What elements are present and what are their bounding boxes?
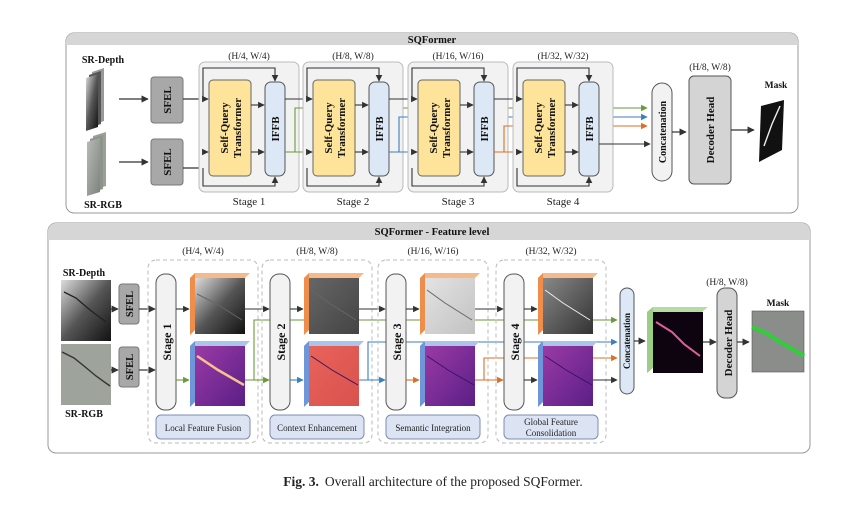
svg-text:SFEL: SFEL [125,291,136,317]
self-query-transformer: Self-QueryTransformer [523,80,565,176]
iffb-block: IFFB [369,82,389,176]
stage-description: Semantic Integration [386,415,480,439]
bottom-mask-label: Mask [767,299,790,309]
svg-text:IFFB: IFFB [479,116,491,142]
svg-text:Concatenation: Concatenation [658,100,669,163]
stage-block: Stage 1 [156,274,176,410]
feature-map-depth [420,273,480,335]
svg-text:Decoder Head: Decoder Head [723,310,735,377]
caption-text: Overall architecture of the proposed SQF… [325,474,583,489]
svg-text:SFEL: SFEL [162,148,174,176]
svg-text:Concatenation: Concatenation [622,313,632,369]
svg-text:Global Feature: Global Feature [524,417,578,427]
feature-map-depth [190,273,250,335]
bottom-concatenation: Concatenation [620,288,634,394]
svg-text:Stage 3: Stage 3 [390,324,404,361]
top-sfel-rgb: SFEL [151,139,183,185]
bottom-sfel-rgb: SFEL [119,347,139,387]
svg-text:Stage 4: Stage 4 [508,324,522,361]
feature-map-rgb [190,341,250,407]
figure-caption: Fig. 3. Overall architecture of the propo… [0,474,866,490]
svg-text:SFEL: SFEL [125,354,136,380]
feature-map-depth [538,273,598,335]
stage-block: Stage 4 [504,274,524,410]
bottom-stage-resolution: (H/16, W/16) [407,246,458,257]
self-query-transformer: Self-QueryTransformer [418,80,460,176]
svg-text:Local Feature Fusion: Local Feature Fusion [165,423,242,433]
feature-map-rgb [538,341,598,407]
bottom-stage-resolution: (H/8, W/8) [296,246,338,257]
top-stage-resolution: (H/32, W/32) [537,51,588,62]
svg-text:IFFB: IFFB [374,116,386,142]
top-stage-resolution: (H/8, W/8) [332,51,374,62]
svg-text:IFFB: IFFB [584,116,596,142]
bottom-mask-image [752,311,804,372]
top-rgb-image-stack [87,132,106,196]
svg-text:IFFB: IFFB [270,116,282,142]
stage-description: Local Feature Fusion [156,415,250,439]
svg-text:Self-QueryTransformer: Self-QueryTransformer [323,98,348,158]
bottom-input-rgb-label: SR-RGB [65,409,103,420]
feature-map-rgb [304,341,364,407]
svg-text:Stage 2: Stage 2 [274,324,288,361]
bottom-decoder-resolution: (H/8, W/8) [706,277,748,288]
iffb-block: IFFB [265,82,285,176]
top-stage-label: Stage 1 [233,196,266,208]
svg-text:Semantic Integration: Semantic Integration [395,423,471,433]
bottom-panel: SQFormer - Feature level SR-Depth SR-RGB… [48,223,810,453]
top-stage-resolution: (H/4, W/4) [228,51,270,62]
bottom-sfel-depth: SFEL [119,284,139,324]
top-panel-title: SQFormer [408,35,457,46]
bottom-panel-title: SQFormer - Feature level [375,227,490,238]
feature-map-depth [304,273,364,335]
svg-text:Context Enhancement: Context Enhancement [277,423,357,433]
stage-description: Global FeatureConsolidation [504,415,598,439]
bottom-stage-resolution: (H/4, W/4) [182,246,224,257]
stage-block: Stage 2 [270,274,290,410]
top-decoder-head: Decoder Head [689,76,731,184]
svg-text:Self-QueryTransformer: Self-QueryTransformer [219,98,244,158]
iffb-block: IFFB [579,82,599,176]
svg-text:Stage 1: Stage 1 [160,324,174,361]
top-stage-label: Stage 3 [442,196,475,208]
stage-block: Stage 3 [386,274,406,410]
architecture-diagram: SQFormer SR-Depth SR-RGB SFEL SFEL (H/4,… [0,0,866,470]
top-stage-label: Stage 2 [337,196,370,208]
iffb-block: IFFB [474,82,494,176]
bottom-stage-resolution: (H/32, W/32) [525,246,576,257]
top-depth-image-stack [86,68,104,131]
top-input-depth-label: SR-Depth [82,55,125,66]
top-sfel-depth: SFEL [151,77,183,123]
self-query-transformer: Self-QueryTransformer [209,80,251,176]
svg-text:SFEL: SFEL [162,86,174,114]
svg-text:Decoder Head: Decoder Head [705,97,717,164]
svg-text:Self-QueryTransformer: Self-QueryTransformer [533,98,558,158]
top-panel: SQFormer SR-Depth SR-RGB SFEL SFEL (H/4,… [66,33,798,213]
top-decoder-resolution: (H/8, W/8) [689,62,731,73]
top-concatenation: Concatenation [652,83,672,181]
bottom-depth-image [61,280,111,341]
self-query-transformer: Self-QueryTransformer [313,80,355,176]
bottom-fused-feature-map [647,307,708,373]
svg-text:Consolidation: Consolidation [526,428,577,438]
caption-label: Fig. 3. [283,474,319,489]
stage-description: Context Enhancement [270,415,364,439]
top-mask-label: Mask [765,81,788,91]
svg-text:Self-QueryTransformer: Self-QueryTransformer [428,98,453,158]
top-stage-label: Stage 4 [547,196,580,208]
top-input-rgb-label: SR-RGB [84,200,122,211]
bottom-decoder-head: Decoder Head [717,288,737,398]
bottom-input-depth-label: SR-Depth [63,268,106,279]
bottom-rgb-image [61,344,111,405]
top-stage-resolution: (H/16, W/16) [432,51,483,62]
feature-map-rgb [420,341,480,407]
